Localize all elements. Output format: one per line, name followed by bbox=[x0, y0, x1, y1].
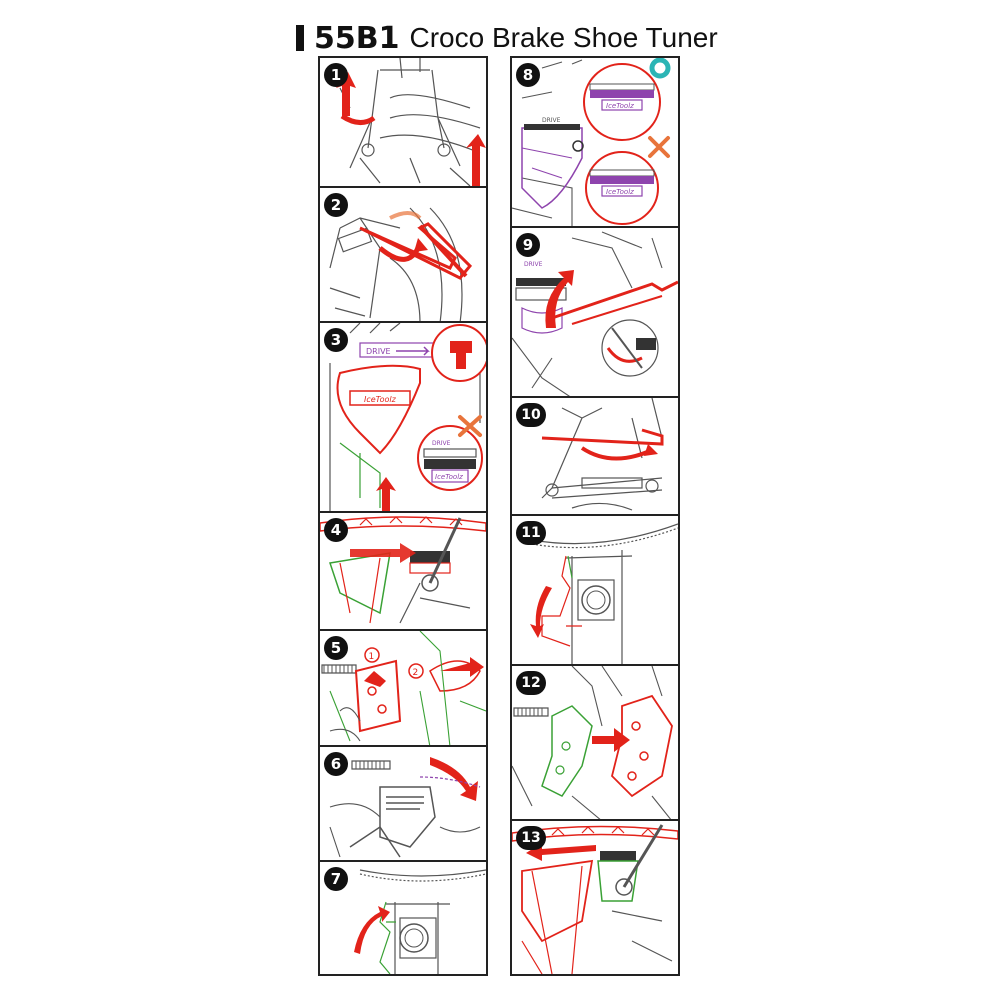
ok-ring-icon bbox=[649, 58, 671, 79]
step-number-1: 1 bbox=[324, 63, 348, 87]
document-header: 55B1 Croco Brake Shoe Tuner bbox=[296, 18, 718, 58]
document-title: Croco Brake Shoe Tuner bbox=[409, 22, 718, 53]
step-2-illustration bbox=[329, 207, 473, 321]
step-panel-12: 12 bbox=[512, 666, 678, 821]
step-panel-2: 2 bbox=[320, 188, 486, 323]
step-10-illustration bbox=[541, 398, 664, 511]
step-1-illustration bbox=[336, 58, 486, 186]
step-number-10: 10 bbox=[516, 403, 546, 427]
brand-logo-text: IceToolz bbox=[364, 395, 397, 404]
instruction-column-left: 1 2 bbox=[318, 56, 488, 976]
step-panel-10: 10 bbox=[512, 398, 678, 516]
step-number-9: 9 bbox=[516, 233, 540, 257]
step-number-5: 5 bbox=[324, 636, 348, 660]
cross-icon bbox=[458, 415, 482, 437]
step-panel-4: 4 bbox=[320, 513, 486, 631]
step-number-6: 6 bbox=[324, 752, 348, 776]
step-6-illustration bbox=[329, 757, 481, 858]
marker-2: 2 bbox=[413, 668, 419, 678]
model-number: 55B1 bbox=[314, 20, 400, 56]
step-3-illustration: DRIVE IceToolz IceToolz DRIVE bbox=[329, 323, 486, 511]
step-11-illustration bbox=[530, 523, 678, 664]
step-panel-11: 11 bbox=[512, 516, 678, 666]
drive-label: DRIVE bbox=[524, 261, 543, 268]
step-number-13: 13 bbox=[516, 826, 546, 850]
marker-1: 1 bbox=[369, 652, 375, 662]
step-number-2: 2 bbox=[324, 193, 348, 217]
step-13-illustration bbox=[512, 824, 678, 974]
brand-logo-text-small: IceToolz bbox=[435, 473, 463, 481]
header-bar bbox=[296, 25, 304, 51]
step-panel-13: 13 bbox=[512, 821, 678, 974]
step-number-12: 12 bbox=[516, 671, 546, 695]
step-panel-6: 6 bbox=[320, 747, 486, 862]
brand-logo-text-small: IceToolz bbox=[606, 188, 634, 196]
step-number-3: 3 bbox=[324, 328, 348, 352]
drive-label: DRIVE bbox=[542, 117, 561, 124]
drive-label-small: DRIVE bbox=[432, 440, 451, 447]
step-number-11: 11 bbox=[516, 521, 546, 545]
step-7-illustration bbox=[354, 869, 486, 974]
step-number-8: 8 bbox=[516, 63, 540, 87]
step-panel-5: 5 1 2 bbox=[320, 631, 486, 747]
drive-label: DRIVE bbox=[366, 347, 391, 356]
step-5-illustration: 1 2 bbox=[321, 631, 486, 745]
step-4-illustration bbox=[320, 516, 486, 624]
step-panel-1: 1 bbox=[320, 58, 486, 188]
step-number-7: 7 bbox=[324, 867, 348, 891]
step-12-illustration bbox=[512, 666, 673, 819]
instruction-column-right: 8 DRIVE IceToolz IceToolz bbox=[510, 56, 680, 976]
step-8-illustration: DRIVE IceToolz IceToolz bbox=[512, 58, 671, 226]
cross-icon bbox=[648, 136, 670, 158]
step-panel-7: 7 bbox=[320, 862, 486, 974]
step-panel-8: 8 DRIVE IceToolz IceToolz bbox=[512, 58, 678, 228]
step-panel-9: 9 DRIVE bbox=[512, 228, 678, 398]
step-9-illustration: DRIVE bbox=[512, 231, 678, 396]
step-number-4: 4 bbox=[324, 518, 348, 542]
brand-logo-text: IceToolz bbox=[606, 102, 634, 110]
step-panel-3: 3 DRIVE IceToolz IceToolz DRIVE bbox=[320, 323, 486, 513]
